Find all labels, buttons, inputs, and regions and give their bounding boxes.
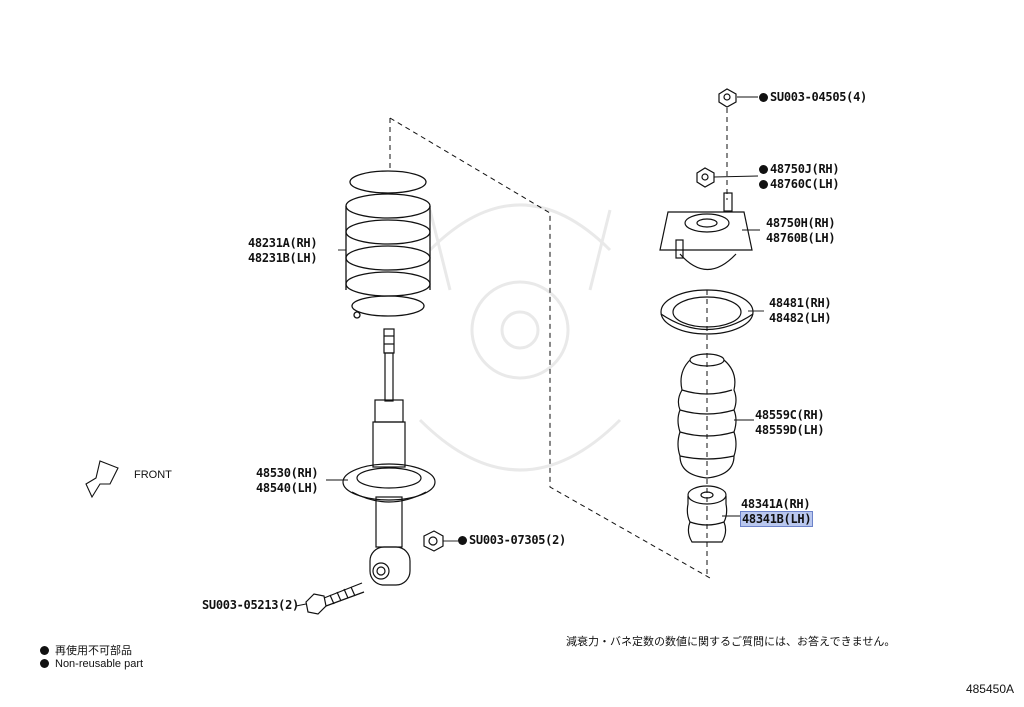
part-label-48750j[interactable]: 48750J(RH) 48760C(LH)	[759, 162, 840, 192]
part-label-su003-04505[interactable]: SU003-04505(4)	[759, 90, 867, 105]
assembly-dashed-lines	[389, 108, 728, 579]
part-label-48231a[interactable]: 48231A(RH) 48231B(LH)	[248, 236, 318, 265]
part-label-48559c[interactable]: 48559C(RH) 48559D(LH)	[755, 408, 825, 437]
non-reusable-dot-icon	[40, 659, 49, 668]
watermark-logo	[418, 203, 622, 472]
part-label-48481[interactable]: 48481(RH) 48482(LH)	[769, 296, 832, 325]
non-reusable-dot-icon	[40, 646, 49, 655]
lower-bolt-icon	[305, 582, 365, 615]
highlighted-part-number[interactable]: 48341B(LH)	[739, 511, 814, 527]
disclaimer-note: 減衰力・バネ定数の数値に関するご質問には、お答えできません。	[566, 635, 896, 648]
dust-boot-icon	[677, 353, 737, 479]
non-reusable-dot-icon	[458, 536, 467, 545]
upper-nut-icon	[696, 167, 715, 188]
top-nut-icon	[718, 88, 737, 108]
leader-lines	[295, 96, 764, 607]
front-arrow-icon	[85, 460, 119, 499]
shock-absorber-icon	[342, 328, 436, 586]
coil-spring-icon	[345, 170, 431, 319]
front-direction-label: FRONT	[134, 469, 172, 481]
non-reusable-dot-icon	[759, 180, 768, 189]
non-reusable-dot-icon	[759, 165, 768, 174]
part-label-48341a[interactable]: 48341A(RH) 48341B(LH)	[739, 497, 814, 527]
part-label-48750h[interactable]: 48750H(RH) 48760B(LH)	[766, 216, 836, 245]
part-label-su003-07305[interactable]: SU003-07305(2)	[458, 533, 566, 548]
upper-seat-icon	[660, 289, 754, 335]
legend-jp: 再使用不可部品	[40, 642, 132, 658]
diagram-id: 485450A	[965, 682, 1014, 696]
upper-support-icon	[659, 192, 753, 270]
part-label-48530[interactable]: 48530(RH) 48540(LH)	[256, 466, 319, 495]
part-label-su003-05213[interactable]: SU003-05213(2)	[202, 598, 299, 612]
legend-en: Non-reusable part	[40, 658, 143, 670]
non-reusable-dot-icon	[759, 93, 768, 102]
lower-nut-icon	[423, 530, 444, 552]
